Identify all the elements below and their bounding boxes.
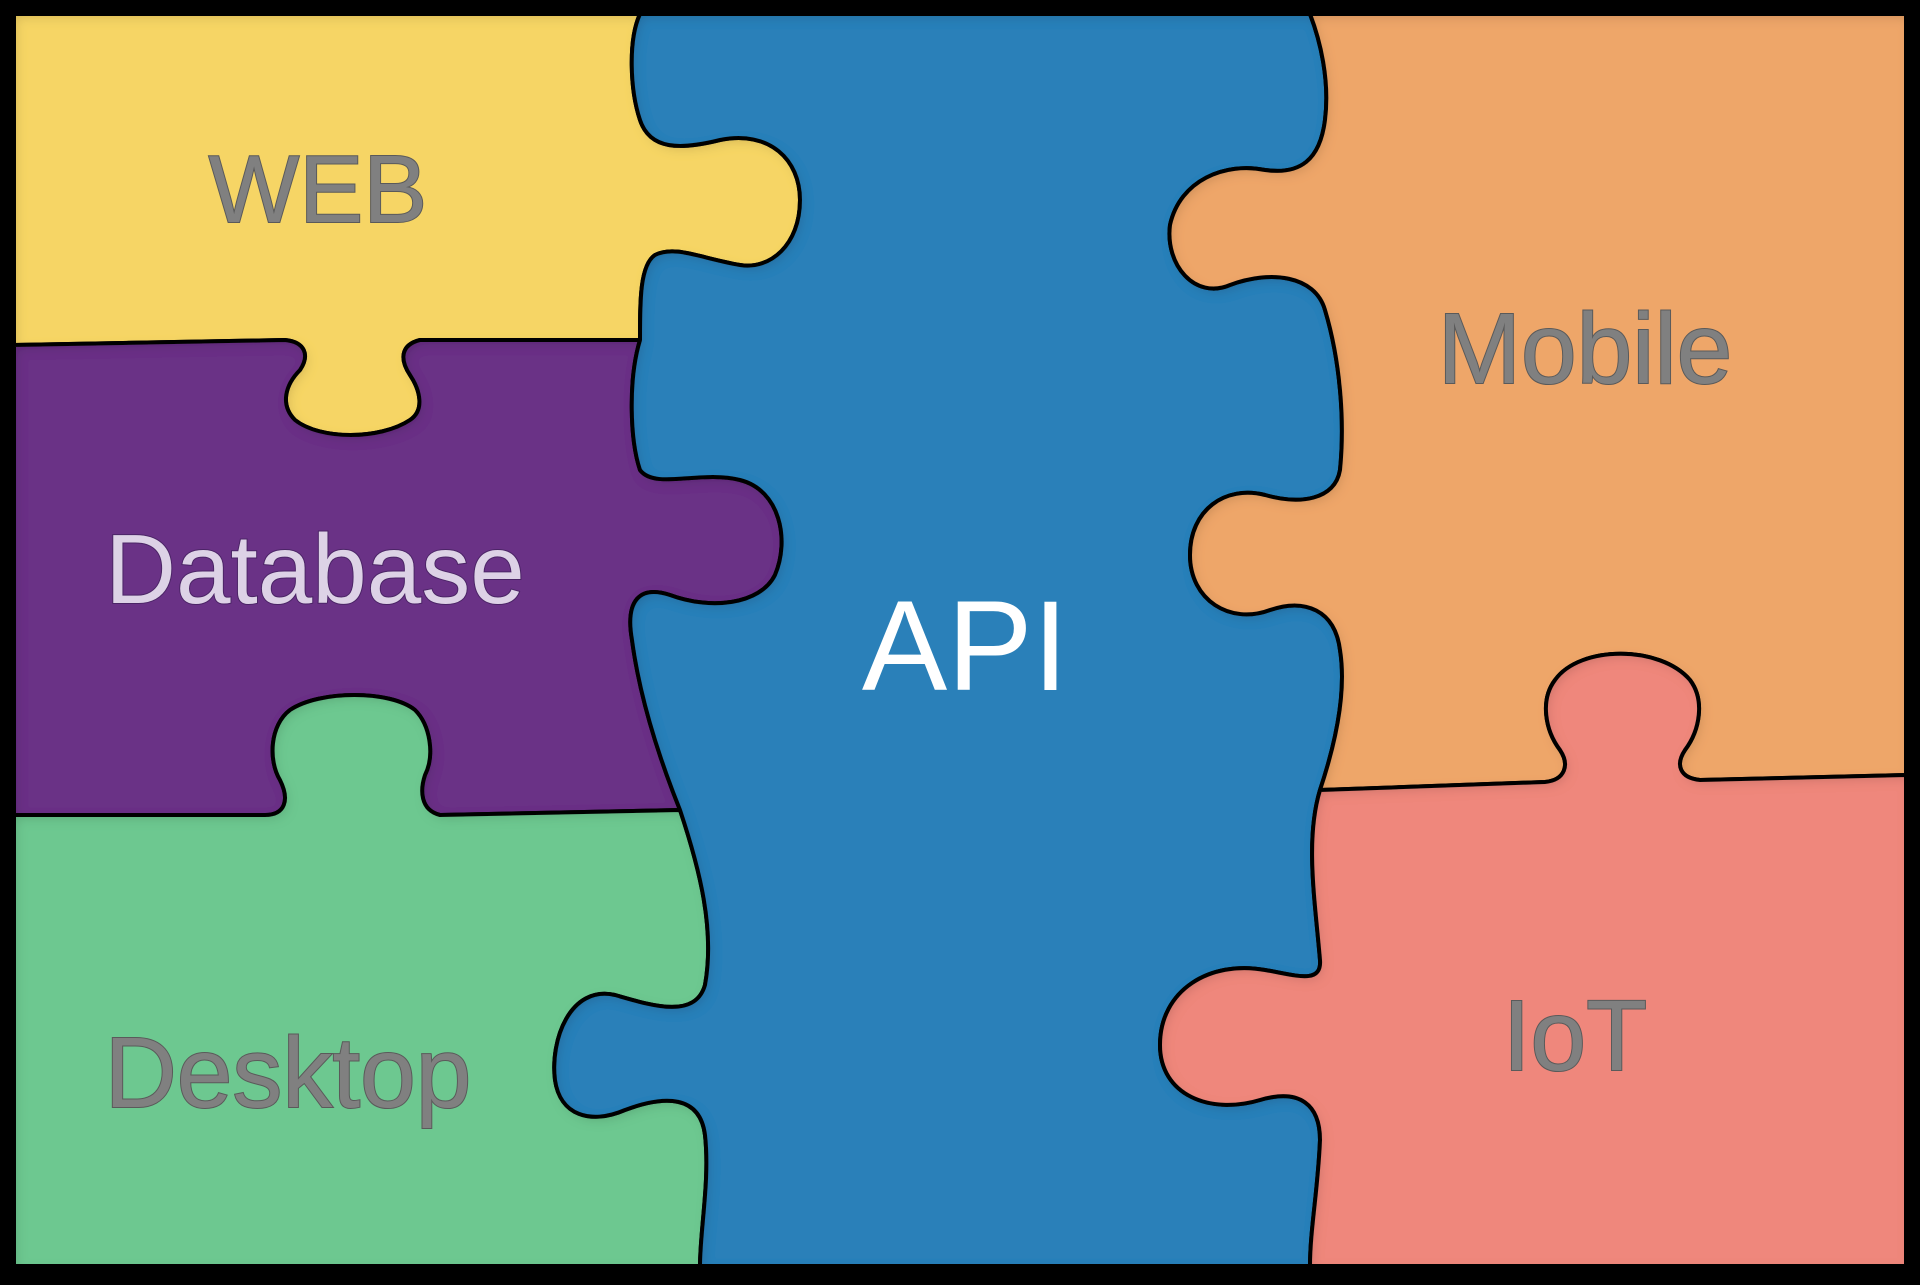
iot-label: IoT bbox=[1503, 980, 1647, 1092]
desktop-label: Desktop bbox=[105, 1017, 472, 1129]
database-label: Database bbox=[105, 514, 525, 624]
mobile-label: Mobile bbox=[1438, 293, 1733, 405]
api-label: API bbox=[862, 575, 1068, 718]
piece-iot bbox=[1158, 651, 1908, 1268]
web-label: WEB bbox=[209, 136, 428, 243]
